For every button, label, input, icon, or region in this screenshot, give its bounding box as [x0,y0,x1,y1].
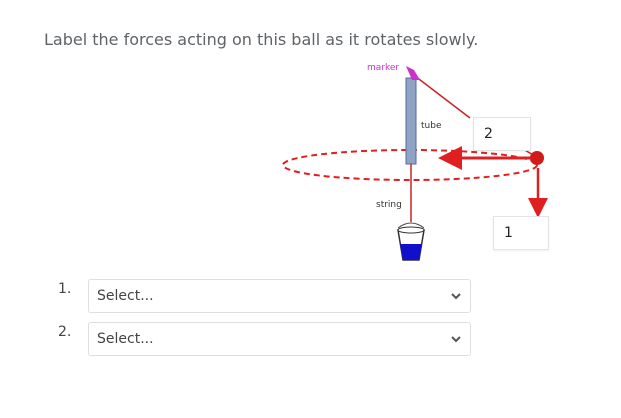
marker-label: marker [367,63,399,73]
select-dropdown-1[interactable]: Select... [88,279,471,313]
bucket-handle [397,222,425,229]
question-number-1: 1. [58,281,72,297]
select-value-1: Select... [97,288,154,304]
chevron-down-icon [451,336,461,343]
bucket-water [400,244,422,260]
tube-label: tube [421,121,442,131]
string-segment-top [410,72,471,119]
string-label: string [376,200,402,210]
question-number-2: 2. [58,324,72,340]
marker-shape [406,66,420,80]
select-value-2: Select... [97,331,154,347]
tube [405,77,417,165]
chevron-down-icon [451,293,461,300]
answer-box-1[interactable]: 1 [493,216,549,250]
bucket-rim [397,226,425,234]
answer-box-2[interactable]: 2 [473,117,531,151]
ball [530,151,544,165]
question-prompt: Label the forces acting on this ball as … [44,30,479,49]
question-row-1: 1. Select... [58,279,471,313]
select-dropdown-2[interactable]: Select... [88,322,471,356]
question-row-2: 2. Select... [58,322,471,356]
